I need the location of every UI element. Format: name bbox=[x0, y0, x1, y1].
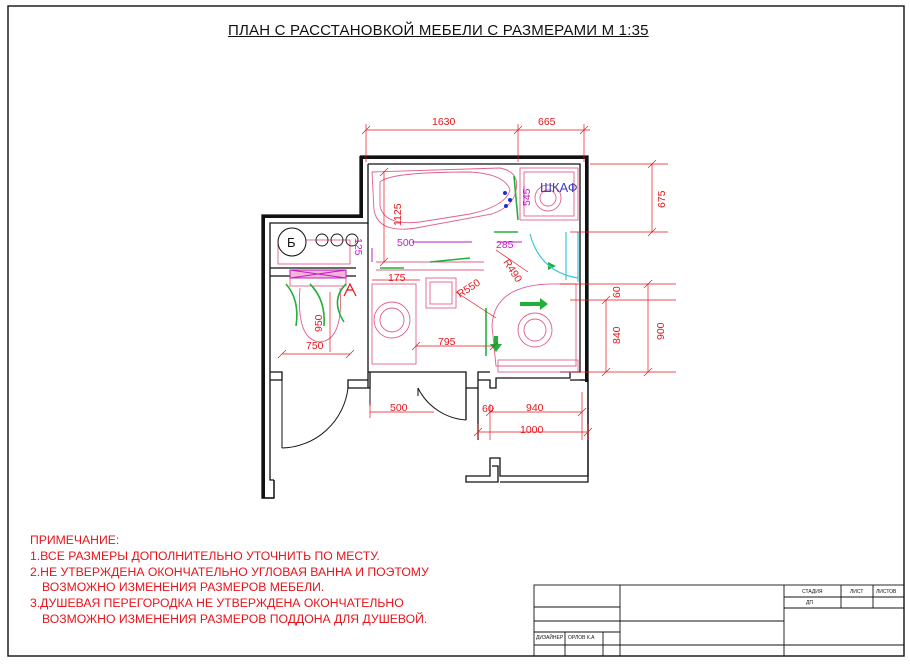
stamp-designer-label: ДИЗАЙНЕР bbox=[536, 635, 564, 641]
sheet-frame bbox=[7, 5, 905, 657]
notes-heading: ПРИМЕЧАНИЕ: bbox=[30, 533, 120, 547]
dim-r550: R550 bbox=[455, 277, 483, 301]
green-accents bbox=[285, 175, 519, 356]
floor-square bbox=[425, 277, 457, 309]
dim-840: 840 bbox=[611, 326, 623, 344]
shower-tray bbox=[491, 283, 577, 367]
cyan-accents bbox=[529, 232, 579, 282]
stamp-sheets-label: ЛИСТОВ bbox=[876, 589, 897, 595]
dim-60-right: 60 bbox=[611, 286, 623, 298]
wall-fills bbox=[262, 156, 588, 498]
stamp-sheet-label: ЛИСТ bbox=[850, 589, 864, 595]
dim-r490: R490 bbox=[500, 257, 524, 285]
dim-665: 665 bbox=[538, 116, 556, 128]
stamp-stage-label: СТАДИЯ bbox=[802, 589, 823, 595]
dim-795: 795 bbox=[438, 336, 456, 348]
dim-60-bottom: 60 bbox=[482, 403, 494, 415]
dim-900: 900 bbox=[655, 322, 667, 340]
boiler-label: Б bbox=[287, 235, 296, 250]
magenta-accents bbox=[289, 186, 525, 279]
dim-675: 675 bbox=[656, 190, 668, 208]
dim-1630: 1630 bbox=[432, 116, 456, 128]
left-sink bbox=[373, 301, 411, 339]
dim-125: 125 bbox=[352, 238, 364, 256]
dim-175: 175 bbox=[388, 272, 406, 284]
wardrobe-label: ШКАФ bbox=[540, 180, 578, 195]
boiler bbox=[277, 227, 359, 257]
dim-285: 285 bbox=[496, 239, 514, 251]
note-3-line-2: ВОЗМОЖНО ИЗМЕНЕНИЯ РАЗМЕРОВ ПОДДОНА ДЛЯ … bbox=[42, 611, 428, 626]
title-block bbox=[533, 584, 905, 657]
note-3-line-1: 3.ДУШЕВАЯ ПЕРЕГОРОДКА НЕ УТВЕРЖДЕНА ОКОН… bbox=[30, 596, 404, 611]
dim-1000: 1000 bbox=[520, 424, 544, 436]
stamp-designer-name: ОРЛОВ К.А bbox=[568, 635, 595, 641]
note-1: 1.ВСЕ РАЗМЕРЫ ДОПОЛНИТЕЛЬНО УТОЧНИТЬ ПО … bbox=[30, 548, 380, 563]
blue-dots bbox=[503, 191, 512, 208]
notes-block: ПРИМЕЧАНИЕ: 1.ВСЕ РАЗМЕРЫ ДОПОЛНИТЕЛЬНО … bbox=[30, 533, 429, 628]
walls bbox=[261, 155, 589, 499]
dim-1125: 1125 bbox=[392, 203, 404, 226]
wardrobe bbox=[519, 167, 579, 221]
dim-500-top: 500 bbox=[397, 237, 415, 249]
doors bbox=[281, 380, 467, 449]
note-2-line-2: ВОЗМОЖНО ИЗМЕНЕНИЯ РАЗМЕРОВ МЕБЕЛИ. bbox=[42, 580, 325, 595]
dimension-lines bbox=[277, 124, 676, 440]
dim-750: 750 bbox=[306, 340, 324, 352]
dim-545: 545 bbox=[521, 188, 533, 206]
stamp-stage-value: ДП bbox=[806, 600, 813, 606]
left-vanity bbox=[371, 283, 417, 365]
note-2-line-1: 2.НЕ УТВЕРЖДЕНА ОКОНЧАТЕЛЬНО УГЛОВАЯ ВАН… bbox=[30, 564, 429, 579]
dim-950: 950 bbox=[313, 314, 325, 332]
tap-symbol bbox=[343, 282, 357, 297]
dim-500-bottom: 500 bbox=[390, 402, 408, 414]
magenta-dimension-labels: 500 285 545 125 bbox=[352, 188, 533, 255]
dim-940: 940 bbox=[526, 402, 544, 414]
drawing-title: ПЛАН С РАССТАНОВКОЙ МЕБЕЛИ С РАЗМЕРАМИ М… bbox=[228, 22, 649, 39]
